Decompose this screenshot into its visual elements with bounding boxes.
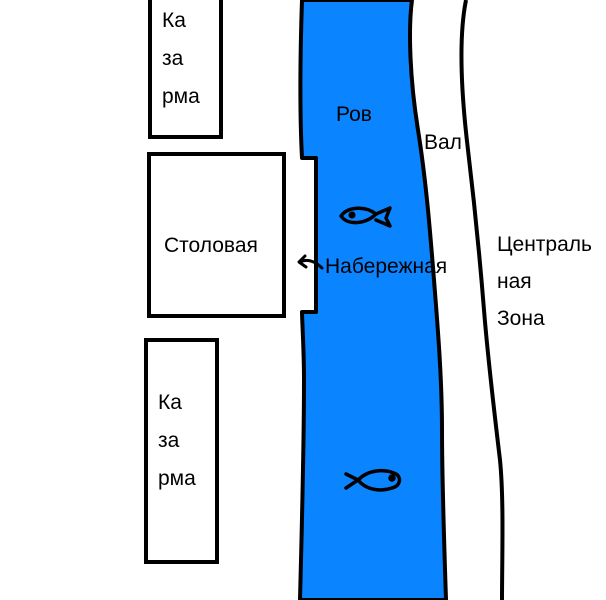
barracks-bottom-label-line1: Ка <box>158 391 182 414</box>
barracks-top-label: Ка за рма <box>162 2 200 116</box>
barracks-bottom-label-line2: за <box>158 429 180 452</box>
embankment-label: Набережная <box>325 255 448 278</box>
barracks-bottom-building <box>144 338 219 564</box>
arrow-icon <box>297 254 324 270</box>
fish-icon <box>344 468 402 492</box>
barracks-top-label-line2: за <box>162 47 184 70</box>
rampart-line <box>459 0 505 600</box>
barracks-top-label-line1: Ка <box>162 9 186 32</box>
barracks-bottom-label-line3: рма <box>158 467 196 490</box>
canteen-building <box>147 152 286 318</box>
central-zone-label-line3: Зона <box>497 307 545 330</box>
canteen-label: Столовая <box>164 234 258 257</box>
barracks-top-building <box>148 0 223 139</box>
central-zone-label: Централь ная Зона <box>497 226 592 337</box>
rampart-label: Вал <box>424 131 462 154</box>
moat-label: Ров <box>336 103 372 126</box>
central-zone-label-line2: ная <box>497 270 532 293</box>
barracks-bottom-label: Ка за рма <box>158 384 196 498</box>
central-zone-label-line1: Централь <box>497 233 592 256</box>
barracks-top-label-line3: рма <box>162 85 200 108</box>
fish-icon <box>339 206 392 228</box>
moat-water <box>298 0 448 600</box>
